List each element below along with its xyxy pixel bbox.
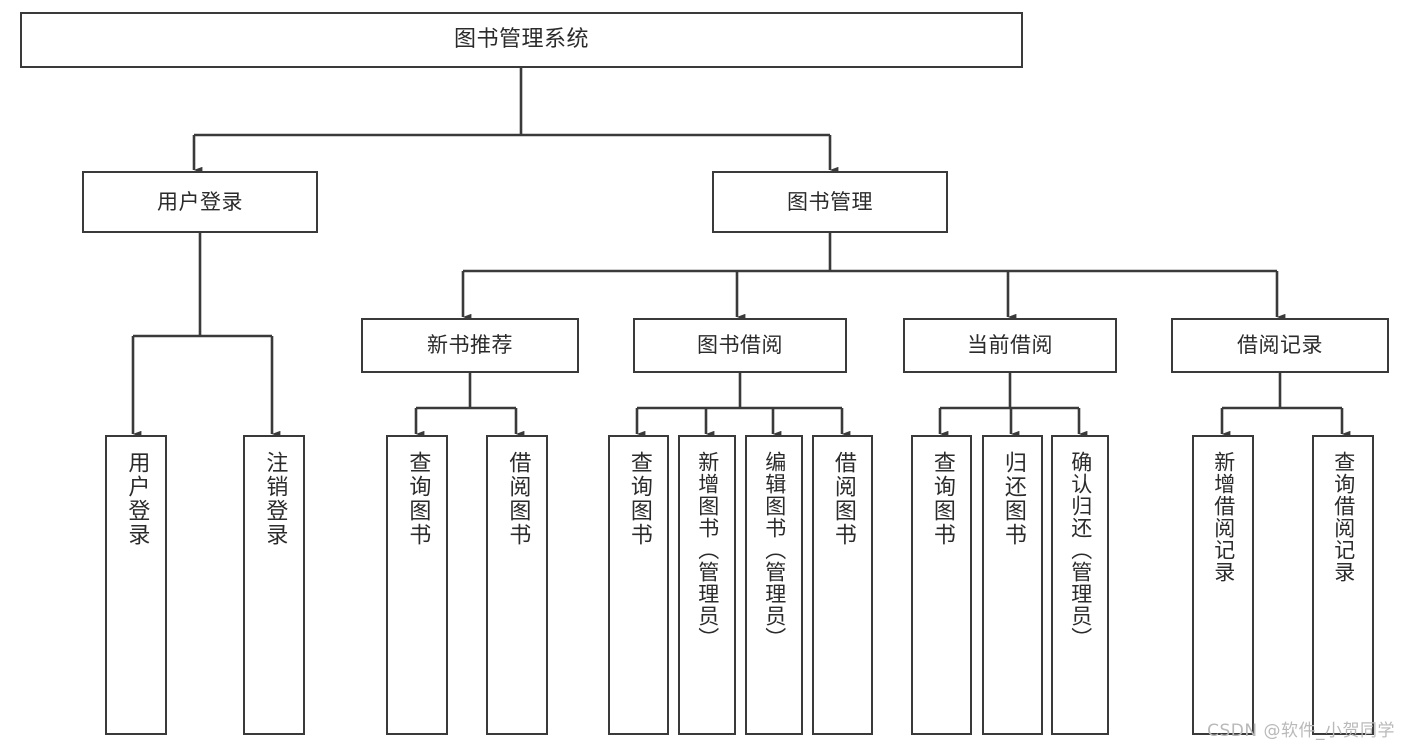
node-label: 用户登录 [157,189,243,214]
node-label: 用户登录 [124,451,150,547]
node-root[interactable]: 图书管理系统 [20,12,1023,68]
node-leaf-cb-return[interactable]: 归还图书 [982,435,1043,735]
node-label: 查询图书 [405,451,431,547]
node-label: 归还图书 [1000,451,1026,547]
node-label: 注销登录 [262,451,288,547]
node-label: 图书管理系统 [453,27,589,53]
node-leaf-cb-confirm[interactable]: 确认归还（管理员） [1051,435,1109,735]
node-label: 借阅图书 [505,451,531,547]
node-label: 查询图书 [626,451,652,547]
node-label: 查询图书 [929,451,955,547]
node-leaf-br-add[interactable]: 新增借阅记录 [1192,435,1254,735]
node-label: 确认归还（管理员） [1068,451,1093,649]
node-leaf-bb-borrow[interactable]: 借阅图书 [812,435,873,735]
node-label: 当前借阅 [967,333,1053,358]
node-label: 新增图书（管理员） [695,451,720,649]
node-leaf-bb-query[interactable]: 查询图书 [608,435,669,735]
node-leaf-bb-add[interactable]: 新增图书（管理员） [678,435,736,735]
node-leaf-rec-query[interactable]: 查询图书 [386,435,448,735]
node-leaf-bb-edit[interactable]: 编辑图书（管理员） [745,435,803,735]
node-leaf-br-query[interactable]: 查询借阅记录 [1312,435,1374,735]
node-label: 新增借阅记录 [1211,451,1236,583]
connector-paths [131,68,1351,438]
node-book-manage[interactable]: 图书管理 [712,171,948,233]
node-leaf-user-login[interactable]: 用户登录 [105,435,167,735]
node-label: 查询借阅记录 [1331,451,1356,583]
node-borrow-record[interactable]: 借阅记录 [1171,318,1389,373]
node-current-borrow[interactable]: 当前借阅 [903,318,1117,373]
node-leaf-cb-query[interactable]: 查询图书 [911,435,972,735]
node-leaf-user-logout[interactable]: 注销登录 [243,435,305,735]
node-new-book-rec[interactable]: 新书推荐 [361,318,579,373]
node-label: 编辑图书（管理员） [762,451,787,649]
node-label: 借阅图书 [830,451,856,547]
node-book-borrow[interactable]: 图书借阅 [633,318,847,373]
node-user-login[interactable]: 用户登录 [82,171,318,233]
node-leaf-rec-borrow[interactable]: 借阅图书 [486,435,548,735]
node-label: 图书借阅 [697,333,783,358]
node-label: 图书管理 [787,189,873,214]
node-label: 借阅记录 [1237,333,1323,358]
node-label: 新书推荐 [427,333,513,358]
